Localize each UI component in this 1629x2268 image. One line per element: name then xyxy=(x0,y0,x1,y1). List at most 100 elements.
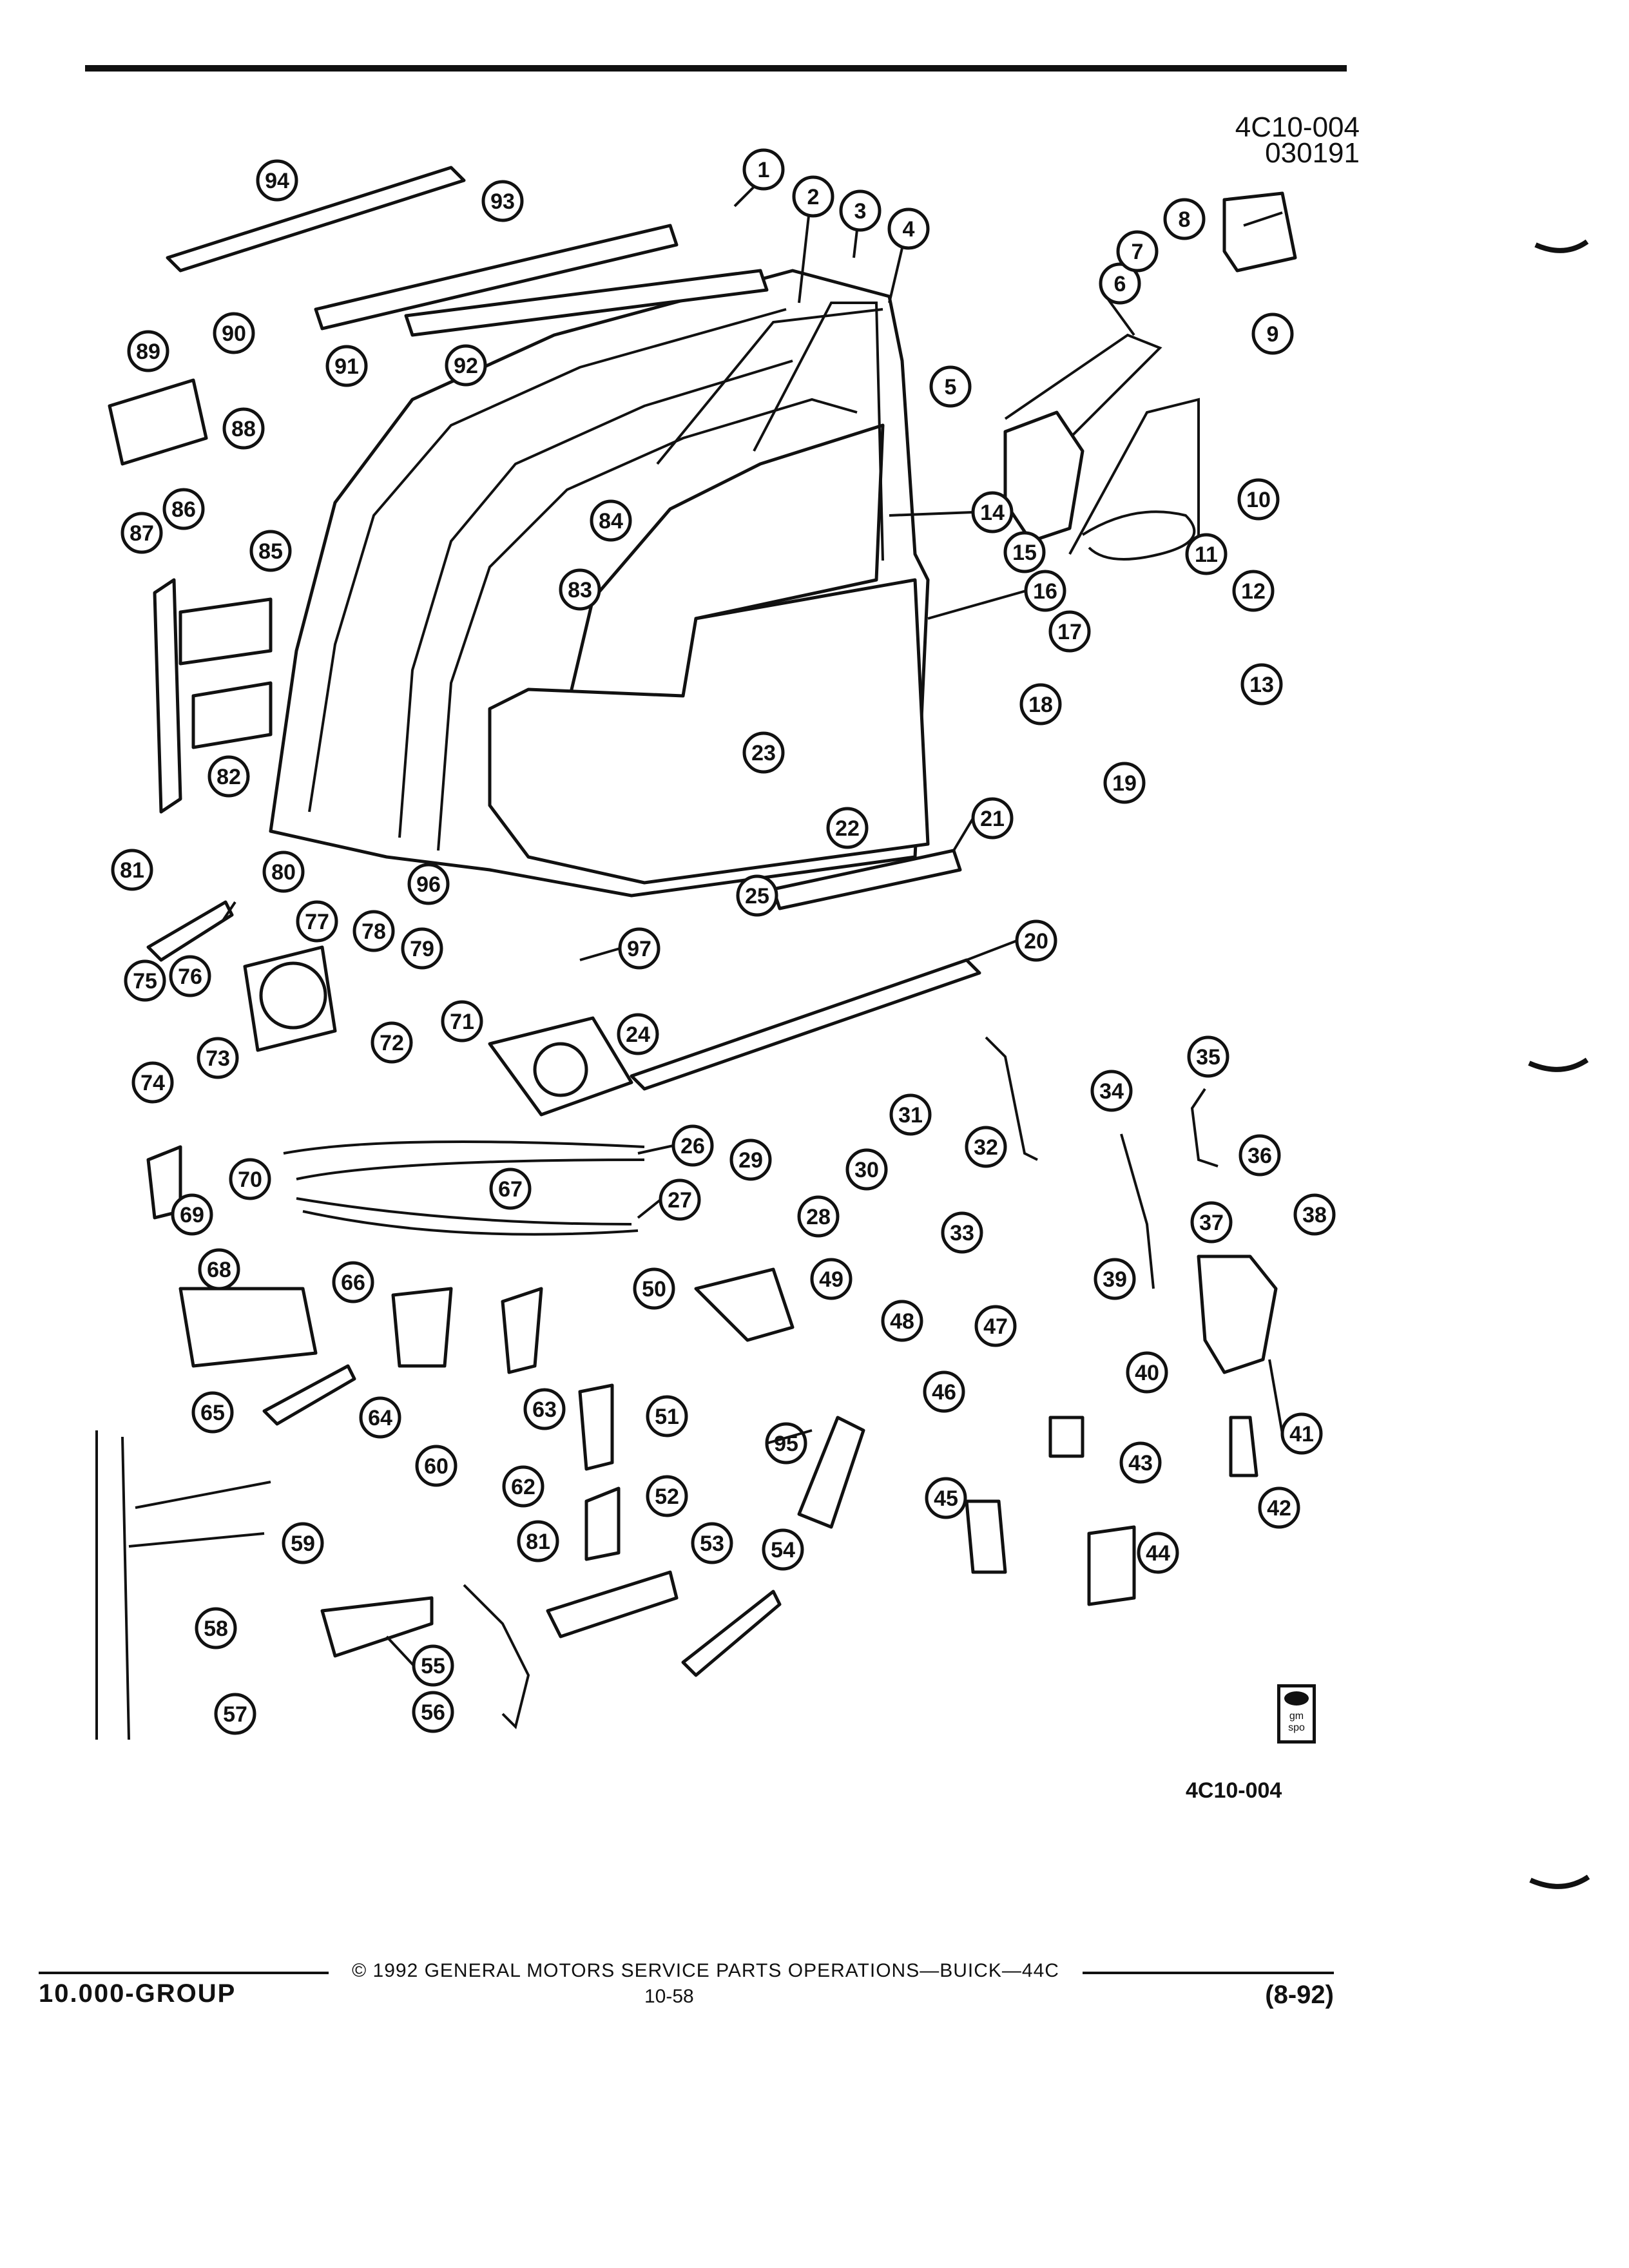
callout-33: 33 xyxy=(941,1211,983,1254)
svg-text:17: 17 xyxy=(1057,620,1082,644)
svg-text:31: 31 xyxy=(898,1103,923,1128)
svg-text:32: 32 xyxy=(974,1135,998,1160)
svg-text:47: 47 xyxy=(983,1314,1008,1339)
callout-72: 72 xyxy=(371,1021,413,1064)
svg-text:1: 1 xyxy=(758,158,770,182)
callout-65: 65 xyxy=(191,1391,234,1434)
svg-text:36: 36 xyxy=(1248,1144,1272,1168)
door-latch xyxy=(1197,1254,1278,1374)
callout-5: 5 xyxy=(929,365,972,408)
callout-84: 84 xyxy=(590,499,632,542)
svg-text:62: 62 xyxy=(511,1475,535,1499)
svg-text:89: 89 xyxy=(136,340,160,364)
callout-62: 62 xyxy=(502,1465,545,1508)
svg-text:49: 49 xyxy=(819,1267,843,1292)
door-pillar xyxy=(95,1430,271,1740)
gm-logo-band xyxy=(1284,1691,1309,1706)
svg-text:72: 72 xyxy=(380,1031,404,1055)
svg-text:34: 34 xyxy=(1099,1079,1124,1104)
callout-64: 64 xyxy=(359,1396,401,1439)
footer-group: 10.000-GROUP xyxy=(39,1979,236,2008)
svg-text:66: 66 xyxy=(341,1271,365,1295)
callout-67: 67 xyxy=(489,1168,532,1210)
callout-55: 55 xyxy=(412,1644,454,1687)
svg-text:44: 44 xyxy=(1146,1541,1170,1566)
electronic-modules xyxy=(108,191,1297,466)
callout-29: 29 xyxy=(729,1139,772,1181)
svg-text:64: 64 xyxy=(368,1406,392,1430)
svg-text:94: 94 xyxy=(265,169,289,193)
callout-63: 63 xyxy=(523,1388,566,1430)
lock-cables xyxy=(283,1140,645,1236)
svg-text:92: 92 xyxy=(454,354,478,378)
svg-text:19: 19 xyxy=(1112,771,1137,796)
callout-50: 50 xyxy=(633,1267,675,1310)
callout-54: 54 xyxy=(762,1528,804,1571)
svg-text:83: 83 xyxy=(568,578,592,602)
callout-14: 14 xyxy=(971,491,1014,533)
gm-spo-logo: gm spo xyxy=(1277,1684,1316,1744)
callout-44: 44 xyxy=(1137,1532,1179,1574)
callout-43: 43 xyxy=(1119,1441,1162,1484)
svg-text:97: 97 xyxy=(627,937,651,961)
svg-text:74: 74 xyxy=(140,1071,165,1095)
callout-3: 3 xyxy=(839,189,882,232)
callout-6: 6 xyxy=(1099,262,1141,305)
callout-42: 42 xyxy=(1258,1486,1300,1529)
svg-text:21: 21 xyxy=(980,807,1005,831)
svg-text:81: 81 xyxy=(526,1530,550,1554)
svg-text:23: 23 xyxy=(751,741,776,765)
callout-2: 2 xyxy=(792,175,834,218)
svg-text:30: 30 xyxy=(854,1158,879,1182)
callout-4: 4 xyxy=(887,207,930,250)
callout-97: 97 xyxy=(618,927,660,970)
door-handles xyxy=(320,1570,679,1729)
footer-date: (8-92) xyxy=(1265,1981,1334,2009)
binder-mark-1 xyxy=(1534,239,1589,253)
svg-text:25: 25 xyxy=(745,884,769,908)
svg-text:70: 70 xyxy=(238,1168,262,1192)
svg-text:56: 56 xyxy=(421,1700,445,1725)
svg-text:3: 3 xyxy=(854,199,867,224)
svg-text:67: 67 xyxy=(498,1177,523,1202)
callout-51: 51 xyxy=(646,1395,688,1437)
weatherstrips xyxy=(166,166,769,337)
callout-92: 92 xyxy=(445,344,487,387)
svg-text:45: 45 xyxy=(934,1486,958,1511)
callout-18: 18 xyxy=(1019,683,1062,726)
callout-52: 52 xyxy=(646,1475,688,1517)
callout-95: 95 xyxy=(765,1422,807,1465)
sill-rails xyxy=(630,849,981,1091)
callout-11: 11 xyxy=(1185,533,1228,575)
svg-text:39: 39 xyxy=(1103,1267,1127,1292)
callout-89: 89 xyxy=(127,330,169,372)
callout-38: 38 xyxy=(1293,1193,1336,1236)
callout-81b: 81 xyxy=(517,1520,559,1562)
svg-text:28: 28 xyxy=(806,1205,831,1229)
svg-text:55: 55 xyxy=(421,1654,445,1678)
diagram-date-code: 030191 xyxy=(1265,137,1360,169)
svg-text:26: 26 xyxy=(680,1134,705,1158)
callout-88: 88 xyxy=(222,407,265,450)
svg-text:27: 27 xyxy=(668,1188,692,1213)
svg-text:12: 12 xyxy=(1241,579,1266,604)
figure-code: 4C10-004 xyxy=(1186,1778,1282,1803)
callout-76: 76 xyxy=(169,955,211,997)
footer-rule-left xyxy=(39,1972,329,1974)
svg-text:15: 15 xyxy=(1012,541,1037,565)
svg-text:86: 86 xyxy=(171,497,196,522)
callout-9: 9 xyxy=(1251,312,1294,355)
callout-40: 40 xyxy=(1126,1351,1168,1394)
svg-text:5: 5 xyxy=(945,375,957,399)
callout-60: 60 xyxy=(415,1445,458,1487)
svg-text:43: 43 xyxy=(1128,1451,1153,1475)
svg-text:69: 69 xyxy=(180,1203,204,1227)
svg-text:90: 90 xyxy=(222,322,246,346)
callout-36: 36 xyxy=(1239,1134,1281,1177)
svg-text:93: 93 xyxy=(490,189,515,214)
callout-24: 24 xyxy=(617,1013,659,1055)
callout-78: 78 xyxy=(352,910,395,952)
svg-text:58: 58 xyxy=(204,1617,228,1641)
callout-77: 77 xyxy=(296,900,338,943)
